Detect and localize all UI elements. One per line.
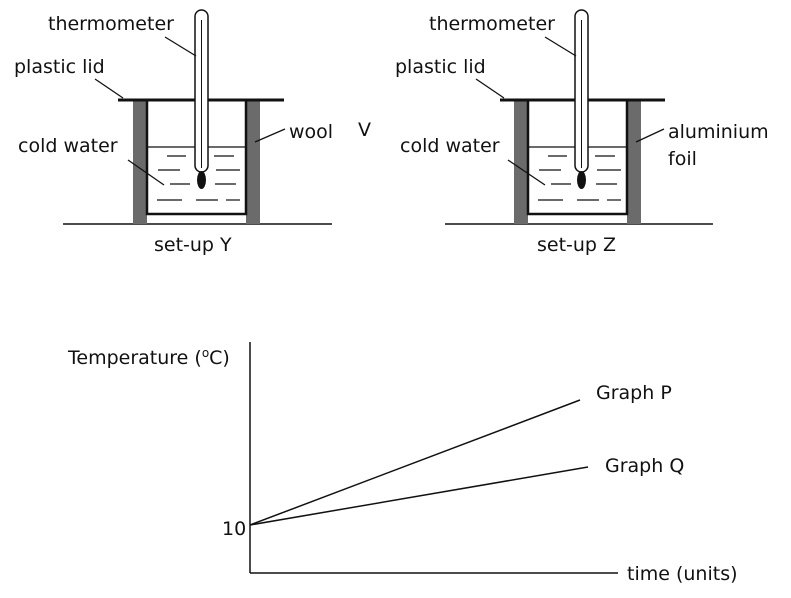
leader-lid-y xyxy=(94,78,124,99)
water-dashes-z xyxy=(538,155,621,201)
leader-thermometer-y xyxy=(164,36,197,57)
leader-insulator-y xyxy=(254,128,286,143)
water-dashes-y xyxy=(157,155,240,201)
caption-setup-z: set-up Z xyxy=(537,234,616,256)
plastic-lid-label-z: plastic lid xyxy=(395,56,486,78)
leader-lid-z xyxy=(475,78,505,99)
graph-p-line xyxy=(249,399,581,526)
leader-insulator-z xyxy=(635,128,665,143)
series-layer: Graph P Graph Q xyxy=(249,382,684,526)
thermometer-label-y: thermometer xyxy=(48,13,174,35)
leader-thermometer-z xyxy=(544,36,577,57)
thermometer-bulb-y xyxy=(197,171,206,189)
y-tick-label-10: 10 xyxy=(222,518,246,540)
setup-z: thermometer plastic lid cold water alumi… xyxy=(395,9,769,256)
leader-water-z xyxy=(507,159,546,186)
cold-water-label-y: cold water xyxy=(18,135,118,157)
leader-water-y xyxy=(127,159,165,186)
thermometer-label-z: thermometer xyxy=(429,13,555,35)
graph-q-label: Graph Q xyxy=(605,455,684,477)
foil-label: foil xyxy=(668,148,697,170)
setup-y: thermometer plastic lid cold water wool … xyxy=(14,9,371,256)
cold-water-label-z: cold water xyxy=(400,135,500,157)
thermometer-bulb-z xyxy=(577,171,586,189)
graph-p-label: Graph P xyxy=(596,382,672,404)
x-axis-label: time (units) xyxy=(627,563,738,585)
plastic-lid-label-y: plastic lid xyxy=(14,56,105,78)
y-axis-label-degree: o xyxy=(202,346,209,360)
y-axis-label: Temperature (oC) xyxy=(67,346,230,369)
y-axis-label-end: C) xyxy=(209,347,230,369)
insulator-right-y xyxy=(246,100,260,224)
aluminium-label: aluminium xyxy=(668,121,769,143)
insulator-left-z xyxy=(514,100,528,224)
graph-q-line xyxy=(249,466,589,526)
insulator-right-z xyxy=(627,100,641,224)
y-axis-label-main: Temperature ( xyxy=(67,347,202,369)
stray-label-v: V xyxy=(358,119,371,141)
caption-setup-y: set-up Y xyxy=(154,234,232,256)
wool-label: wool xyxy=(289,121,333,143)
temperature-graph: Temperature (oC) time (units) 10 Graph P… xyxy=(67,342,738,585)
insulator-left-y xyxy=(133,100,147,224)
